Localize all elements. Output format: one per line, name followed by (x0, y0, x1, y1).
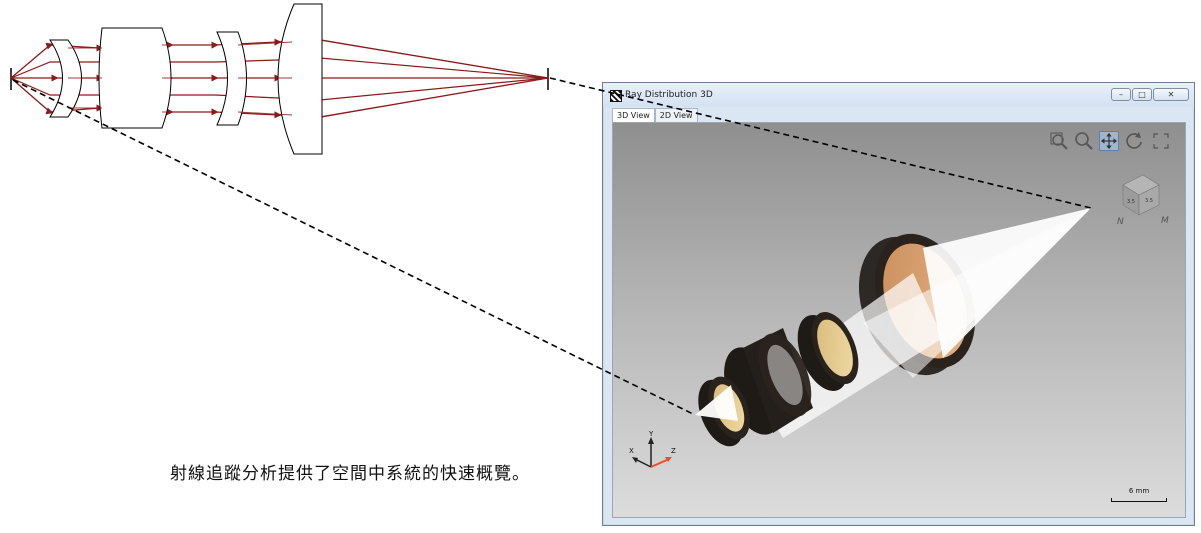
view-cube-face-left: 3.5 (1127, 199, 1135, 205)
axis-y-label: Y (648, 430, 654, 438)
3d-scene: 3.5 3.5 N M Y X Z (629, 174, 1169, 468)
maximize-button[interactable]: □ (1132, 88, 1152, 101)
app-icon (610, 90, 622, 102)
rotate-icon[interactable] (1124, 131, 1144, 151)
lens-layout-diagram (10, 3, 549, 155)
fit-icon[interactable] (1151, 131, 1171, 151)
lens-element-4 (277, 3, 323, 155)
pan-icon[interactable] (1099, 131, 1119, 151)
view-cube-m-label: M (1161, 216, 1169, 226)
scale-label: 6 mm (1128, 487, 1150, 495)
axis-x-label: X (629, 447, 634, 455)
minimize-button[interactable]: – (1111, 88, 1131, 101)
zoom-icon[interactable] (1074, 131, 1094, 151)
tab-2d-view[interactable]: 2D View (654, 108, 698, 123)
ray-cone-entrance (695, 385, 738, 421)
view-cube-n-label: N (1117, 217, 1124, 227)
scale-bar: 6 mm (1111, 487, 1167, 503)
axis-z-label: Z (671, 447, 676, 455)
window-title: Ray Distribution 3D (625, 90, 713, 100)
view-tabs: 3D View 2D View (612, 108, 698, 123)
ray-distribution-window: Ray Distribution 3D – □ ✕ 3D View 2D Vie… (602, 82, 1195, 526)
tab-3d-view[interactable]: 3D View (612, 108, 655, 123)
window-titlebar[interactable]: Ray Distribution 3D – □ ✕ (603, 83, 1194, 107)
3d-viewport[interactable]: 3.5 3.5 N M Y X Z (612, 122, 1186, 518)
close-button[interactable]: ✕ (1153, 88, 1189, 101)
view-cube-face-right: 3.5 (1145, 198, 1153, 204)
zoom-window-icon[interactable] (1049, 131, 1069, 151)
lens-3d-3 (797, 311, 859, 391)
lens-element-2 (98, 27, 172, 129)
scale-bar-line (1111, 498, 1167, 502)
view-cube[interactable]: 3.5 3.5 N M (1117, 174, 1169, 227)
caption-text: 射線追蹤分析提供了空間中系統的快速概覽。 (170, 464, 530, 484)
axes-triad: Y X Z (629, 430, 676, 468)
